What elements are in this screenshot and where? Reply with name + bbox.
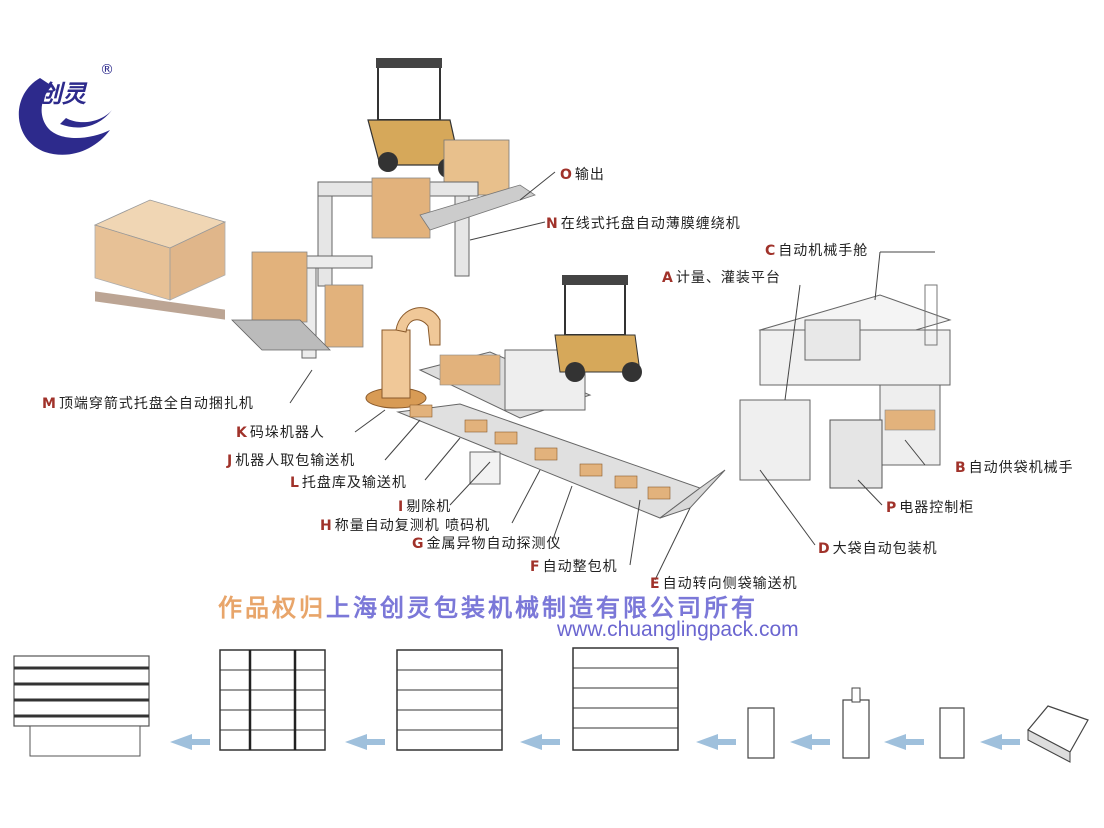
forklift-middle bbox=[554, 275, 642, 382]
forklift-top bbox=[367, 58, 510, 196]
leader-lines bbox=[289, 171, 935, 581]
flow-arrow-3 bbox=[520, 734, 560, 750]
packaging-plant bbox=[739, 284, 952, 489]
flow-stage-bag-stack bbox=[572, 647, 679, 751]
flow-arrow-5 bbox=[790, 734, 830, 750]
flow-arrow-6 bbox=[884, 734, 924, 750]
logo-text: 创灵 bbox=[38, 79, 86, 108]
flow-stage-filled-bag bbox=[842, 687, 870, 759]
stretch-wrapper-frame bbox=[317, 177, 536, 287]
process-flow bbox=[13, 647, 1089, 763]
flow-stage-stacked-pallet bbox=[396, 649, 503, 751]
flow-stage-open-bag bbox=[939, 707, 965, 759]
copyright-part-2: 上海创灵包装机械制造有限公司所有 bbox=[326, 593, 758, 622]
palletizing-robot bbox=[365, 307, 441, 409]
flow-arrows bbox=[170, 734, 1020, 750]
flow-stage-sealed-bag bbox=[747, 707, 775, 759]
flow-arrow-4 bbox=[696, 734, 736, 750]
flow-arrow-7 bbox=[980, 734, 1020, 750]
copyright-notice: 作品权归上海创灵包装机械制造有限公司所有 bbox=[218, 588, 758, 623]
flow-arrow-2 bbox=[345, 734, 385, 750]
website-link[interactable]: www.chuanglingpack.com bbox=[557, 618, 799, 641]
flow-stage-empty-bags bbox=[1027, 705, 1089, 763]
stacked-pallet-top-left bbox=[93, 199, 227, 320]
strapping-machine bbox=[231, 251, 373, 359]
flow-arrow-1 bbox=[170, 734, 210, 750]
logo-registered-mark: ® bbox=[100, 62, 114, 78]
logo-mark bbox=[18, 78, 112, 155]
flow-stage-wrapped-pallet bbox=[13, 655, 150, 757]
copyright-part-1: 作品权归 bbox=[218, 593, 326, 622]
conveyor-line bbox=[396, 403, 726, 519]
flow-stage-strapped-pallet bbox=[219, 649, 326, 751]
